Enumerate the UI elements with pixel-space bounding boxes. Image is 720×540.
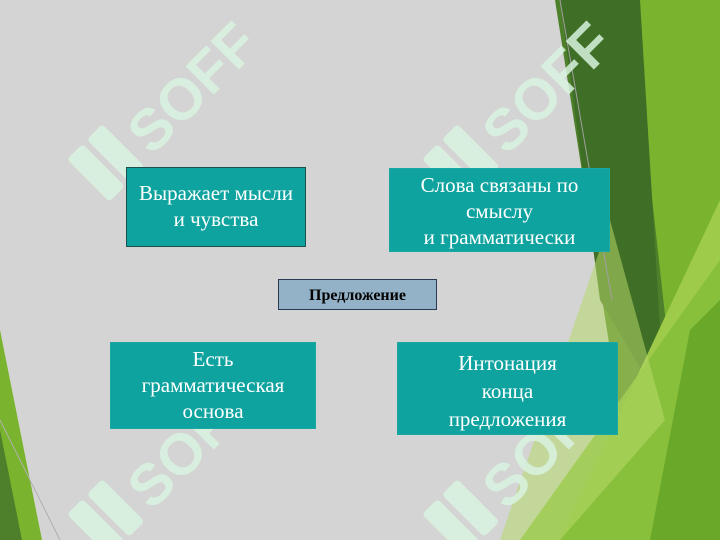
box-expresses-thoughts: Выражает мысли и чувства	[126, 167, 306, 247]
box-line: грамматическая	[141, 373, 285, 397]
box-line: и чувства	[173, 207, 259, 231]
box-line: и грамматически	[423, 225, 576, 249]
box-words-connected: Слова связаны по смыслу и грамматически	[389, 168, 610, 252]
box-line: основа	[182, 399, 244, 423]
box-intonation: Интонация конца предложения	[397, 342, 618, 435]
box-line: предложения	[448, 407, 567, 431]
box-line: конца	[481, 379, 534, 403]
box-line: Выражает мысли	[139, 181, 293, 205]
box-line: Интонация	[458, 351, 557, 375]
center-box: Предложение	[278, 279, 437, 310]
box-line: Есть	[192, 347, 234, 371]
box-line: смыслу	[465, 199, 534, 223]
box-grammatical-basis: Есть грамматическая основа	[110, 342, 316, 429]
box-line: Слова связаны по	[420, 173, 579, 197]
